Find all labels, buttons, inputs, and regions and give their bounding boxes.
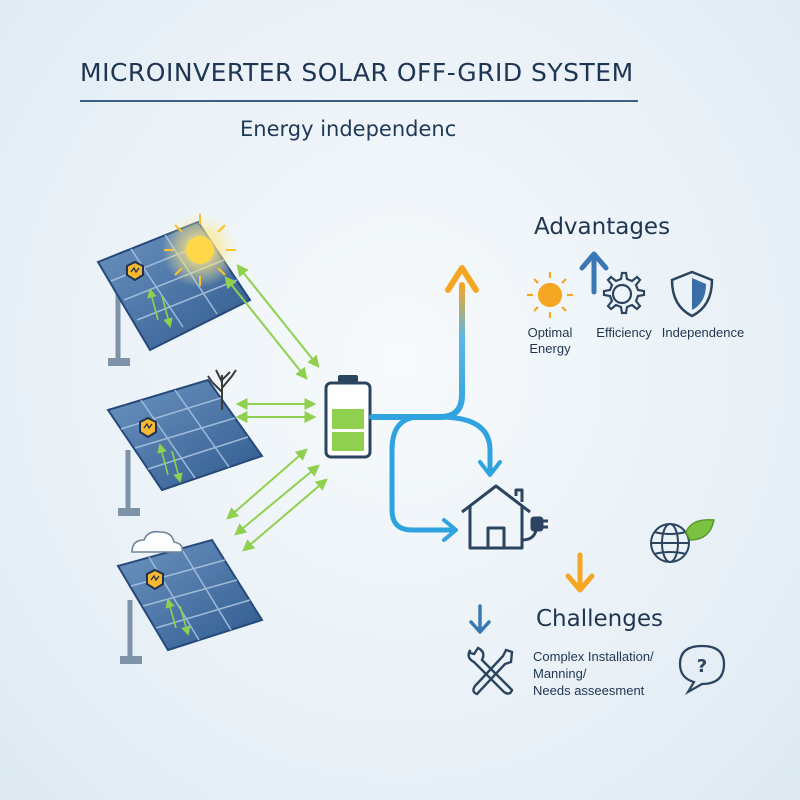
question-bubble-icon: ? — [678, 644, 726, 696]
challenge-line-3: Needs asseesment — [533, 683, 645, 698]
page-title: MICROINVERTER SOLAR OFF-GRID SYSTEM — [80, 58, 634, 87]
battery-icon — [324, 375, 372, 459]
microinverter-icon — [146, 568, 164, 591]
challenges-down-arrow — [565, 552, 595, 593]
house-icon — [461, 484, 548, 550]
challenge-line-1: Complex Installation/ — [533, 649, 654, 664]
challenge-line-2: Manning/ — [533, 666, 587, 681]
title-underline — [80, 100, 638, 102]
sun-icon — [527, 272, 573, 318]
down-arrow-icon — [469, 604, 491, 634]
advantages-up-arrow — [579, 251, 609, 295]
gear-icon — [602, 271, 646, 315]
challenges-list: Complex Installation/ Manning/ Needs ass… — [533, 648, 654, 699]
globe-leaf-icon — [650, 519, 715, 563]
advantage-independence-label: Independence — [661, 325, 745, 340]
energy-flow-arrows — [224, 264, 328, 552]
cloud-icon — [131, 530, 184, 553]
wrench-screwdriver-icon — [467, 646, 514, 696]
solar-panel-1 — [96, 212, 252, 366]
advantages-heading: Advantages — [534, 214, 671, 240]
page-subtitle: Energy independenc — [240, 117, 457, 141]
power-flow-lines — [369, 265, 502, 542]
microinverter-icon — [139, 416, 157, 439]
solar-panel-2 — [106, 369, 264, 516]
shield-icon — [670, 270, 714, 318]
advantage-optimal-energy-label: Optimal Energy — [527, 325, 573, 356]
solar-panel-3 — [116, 530, 264, 664]
advantage-efficiency-label: Efficiency — [596, 325, 652, 340]
challenges-heading: Challenges — [536, 606, 663, 632]
svg-text:?: ? — [697, 656, 707, 677]
